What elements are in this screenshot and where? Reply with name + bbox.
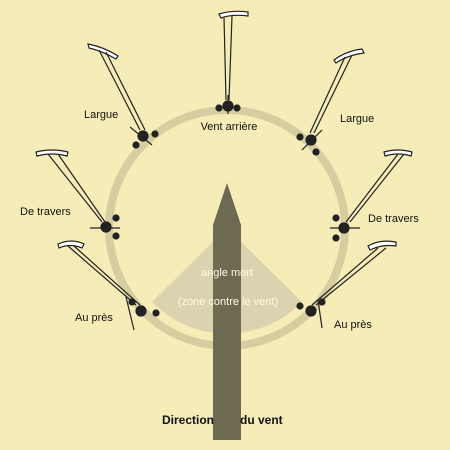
label-de-travers-right: De travers [368,213,419,225]
label-vent-arriere: Vent arrière [200,121,258,133]
kite-largue-right [296,48,365,156]
wind-direction-label-left: Direction [162,413,215,427]
wind-direction-label-right: du vent [240,413,283,427]
kite-au-pres-right [296,240,397,329]
kite-largue-left [87,43,159,149]
kite-de-travers-left [35,149,120,240]
label-au-pres-left: Au près [75,312,113,324]
label-largue-left: Largue [84,109,119,121]
kite-vent-arriere [215,10,249,114]
kite-de-travers-right [330,149,413,242]
label-au-pres-right: Au près [334,319,372,331]
label-de-travers-left: De travers [20,206,71,218]
dead-zone-label: angle mort [201,267,253,279]
kite-au-pres-left [57,240,160,331]
dead-zone-sublabel: (zone contre le vent) [177,296,279,308]
label-largue-right: Largue [340,113,375,125]
wind-arrow [213,183,241,440]
